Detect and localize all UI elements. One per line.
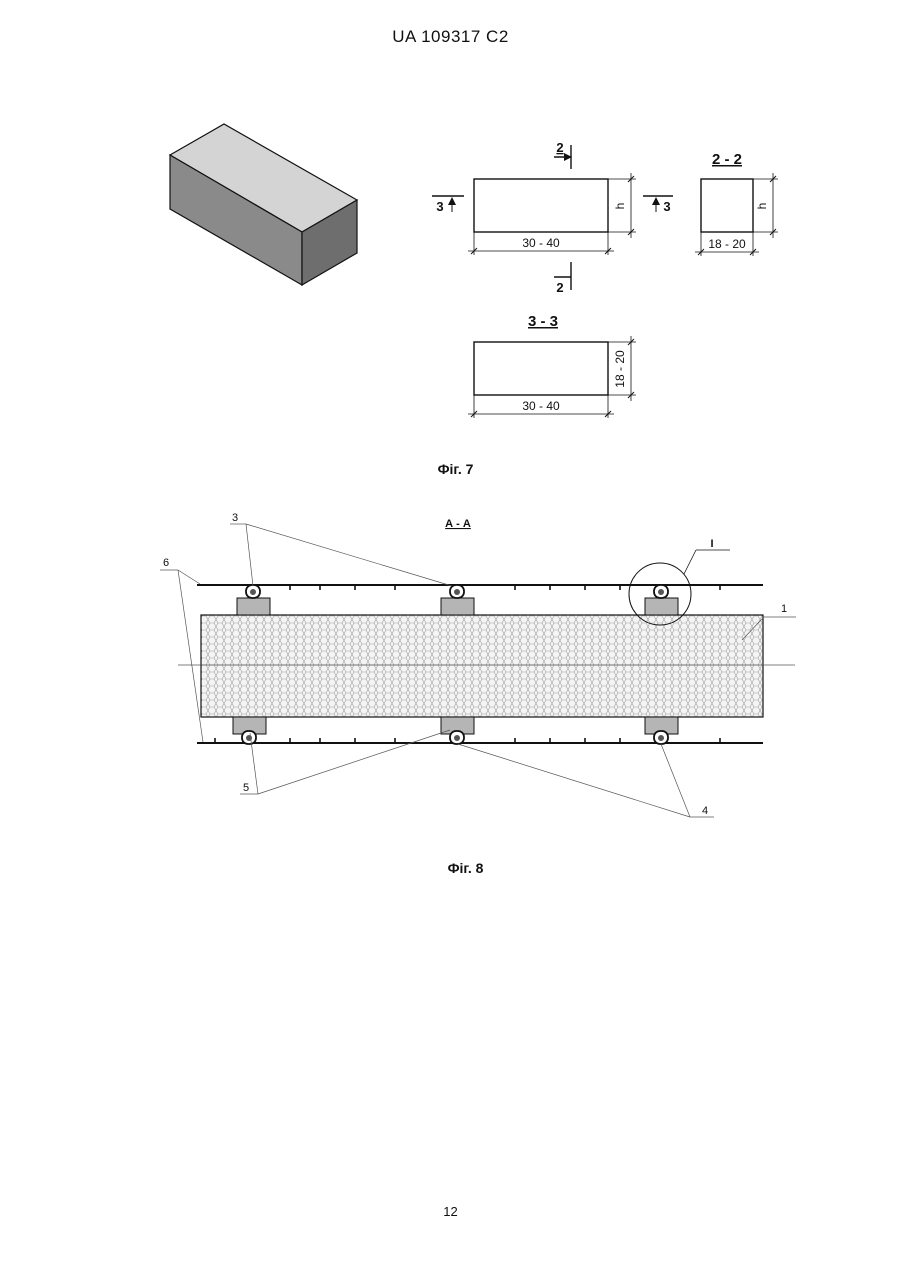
fig7-front-height-dim: h <box>613 203 627 210</box>
fig8-section-view: А - А <box>160 512 796 817</box>
fig7-isometric-block <box>170 124 357 285</box>
fig8-core-block <box>201 615 763 717</box>
fig8-callout-5: 5 <box>243 782 249 794</box>
fig7-section-2-2-width-dim: 18 - 20 <box>708 237 746 251</box>
fig8-callout-6: 6 <box>163 557 169 569</box>
fig7-section-mark-left: 3 <box>436 199 443 214</box>
page-number: 12 <box>0 1204 901 1219</box>
fig7-caption: Фіг. 7 <box>5 461 901 477</box>
fig7-section-mark-right: 3 <box>663 199 670 214</box>
fig7-section-2-2: 2 - 2 18 - 20 h <box>695 151 778 256</box>
fig7-section-2-2-title: 2 - 2 <box>712 151 742 168</box>
fig7-front-view: 30 - 40 h 2 2 3 3 <box>432 140 673 295</box>
fig8-callout-1: 1 <box>781 603 787 615</box>
fig8-detail-label: I <box>710 538 713 550</box>
fig7-section-3-3: 3 - 3 30 - 40 18 - 20 <box>468 313 636 418</box>
fig8-callout-3: 3 <box>232 512 238 524</box>
fig8-bottom-spacers <box>233 717 678 744</box>
fig8-caption: Фіг. 8 <box>15 860 901 876</box>
fig7-section-3-3-title: 3 - 3 <box>528 313 558 330</box>
fig8-callout-4: 4 <box>702 805 708 817</box>
fig7-front-width-dim: 30 - 40 <box>522 236 560 250</box>
fig8-section-title: А - А <box>445 518 471 530</box>
fig7-section-2-2-height-dim: h <box>755 203 769 210</box>
fig7-section-3-3-width-dim: 30 - 40 <box>522 399 560 413</box>
fig7-section-mark-top: 2 <box>556 140 563 155</box>
fig8-top-spacers <box>237 585 678 615</box>
fig7-section-mark-bottom: 2 <box>556 280 563 295</box>
fig7-section-3-3-height-dim: 18 - 20 <box>613 350 627 388</box>
